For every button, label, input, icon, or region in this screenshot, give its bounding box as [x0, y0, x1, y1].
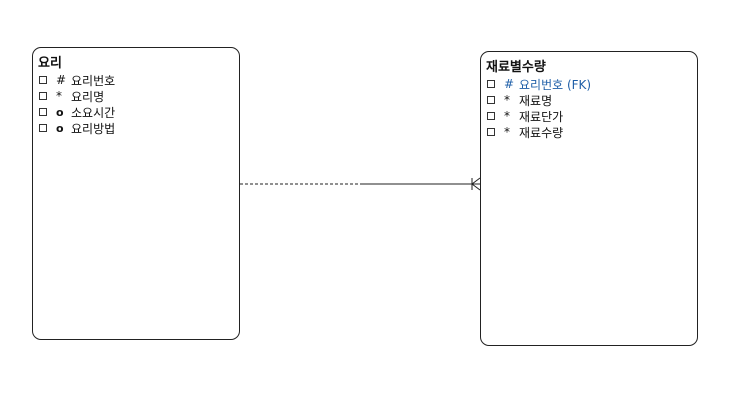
attribute-row[interactable]: * 재료수량: [487, 124, 591, 140]
attribute-row[interactable]: o 요리방법: [39, 120, 115, 136]
mandatory-symbol: *: [504, 125, 510, 139]
attribute-row[interactable]: * 요리명: [39, 88, 115, 104]
optional-symbol: o: [56, 121, 64, 135]
checkbox-icon[interactable]: [39, 76, 47, 84]
entity-jaeryo-byeol-suryang[interactable]: 재료별수량 # 요리번호 (FK) * 재료명 * 재료단가 * 재료수량: [480, 51, 698, 346]
entity-title: 재료별수량: [486, 60, 546, 75]
primary-key-symbol: #: [504, 77, 515, 91]
attribute-name: 요리번호: [71, 73, 116, 88]
attribute-list: # 요리번호 (FK) * 재료명 * 재료단가 * 재료수량: [487, 76, 591, 140]
checkbox-icon[interactable]: [39, 92, 47, 100]
optional-symbol: o: [56, 105, 64, 119]
mandatory-symbol: *: [504, 109, 510, 123]
attribute-name: 요리방법: [71, 121, 116, 136]
attribute-row[interactable]: # 요리번호 (FK): [487, 76, 591, 92]
checkbox-icon[interactable]: [39, 124, 47, 132]
attribute-name: 요리명: [71, 89, 105, 104]
checkbox-icon[interactable]: [39, 108, 47, 116]
checkbox-icon[interactable]: [487, 112, 495, 120]
attribute-name: 재료단가: [519, 109, 564, 124]
entity-yori[interactable]: 요리 # 요리번호 * 요리명 o 소요시간 o 요리방법: [32, 47, 240, 340]
checkbox-icon[interactable]: [487, 96, 495, 104]
attribute-name: 재료수량: [519, 125, 564, 140]
mandatory-symbol: *: [56, 89, 62, 103]
attribute-row[interactable]: # 요리번호: [39, 72, 115, 88]
entity-title: 요리: [38, 56, 62, 71]
attribute-name: 소요시간: [71, 105, 116, 120]
attribute-row[interactable]: o 소요시간: [39, 104, 115, 120]
attribute-list: # 요리번호 * 요리명 o 소요시간 o 요리방법: [39, 72, 115, 136]
checkbox-icon[interactable]: [487, 128, 495, 136]
attribute-row[interactable]: * 재료단가: [487, 108, 591, 124]
checkbox-icon[interactable]: [487, 80, 495, 88]
attribute-name: 재료명: [519, 93, 553, 108]
attribute-row[interactable]: * 재료명: [487, 92, 591, 108]
crows-foot-icon: [471, 177, 481, 191]
foreign-key-attribute-name: 요리번호 (FK): [519, 77, 592, 92]
primary-key-symbol: #: [56, 73, 67, 87]
mandatory-symbol: *: [504, 93, 510, 107]
